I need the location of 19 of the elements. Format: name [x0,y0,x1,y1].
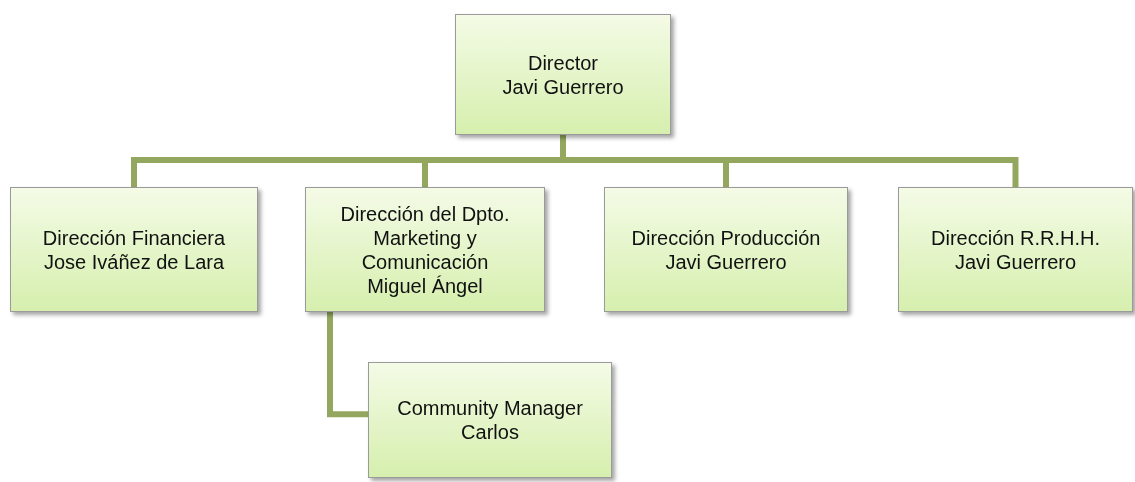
role-title: Director [528,50,598,75]
person-name: Javi Guerrero [665,249,787,274]
person-name: Miguel Ángel [367,273,483,298]
org-box [368,362,612,478]
role-title: Dirección del Dpto. Marketing y Comunicación [339,201,511,274]
role-title: Dirección R.R.H.H. [931,225,1100,250]
connector-line [327,312,368,418]
role-title: Dirección Producción [631,225,821,250]
org-box [898,187,1133,312]
role-title: Community Manager [397,396,583,420]
org-box [305,187,545,312]
person-name: Jose Iváñez de Lara [43,249,225,274]
person-name: Javi Guerrero [954,249,1077,274]
org-box [10,187,258,312]
org-box [455,14,671,135]
person-name: Carlos [461,420,519,444]
person-name: Javi Guerrero [502,74,624,99]
role-title: Dirección Financiera [42,225,226,250]
org-box [604,187,848,312]
